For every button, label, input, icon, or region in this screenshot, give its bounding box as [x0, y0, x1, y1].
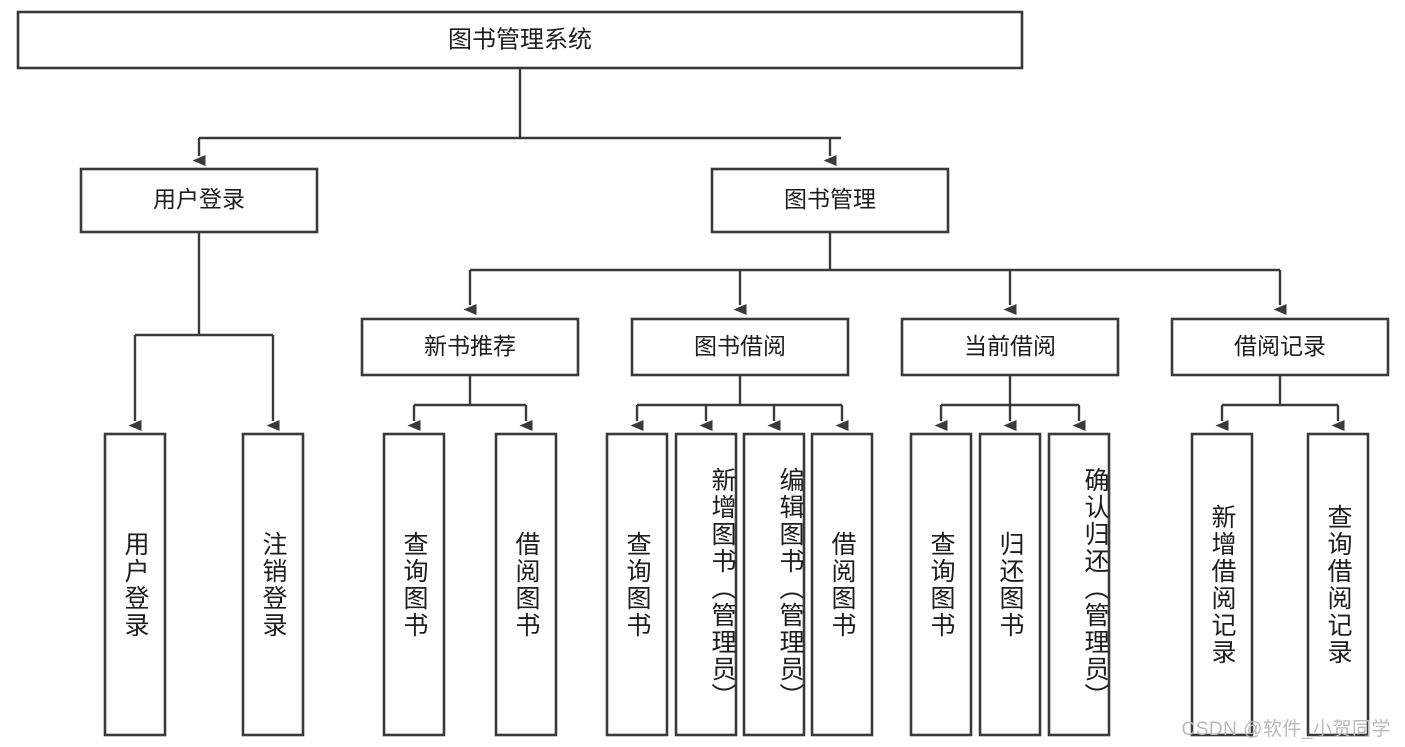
node-leaf-query-book-3[interactable]: [909, 432, 973, 737]
node-leaf-edit-book[interactable]: [742, 432, 806, 737]
node-book-borrow-label: 图书借阅: [694, 333, 786, 359]
node-borrow-record[interactable]: [1170, 317, 1390, 377]
node-root-label: 图书管理系统: [448, 26, 592, 53]
node-current-borrow[interactable]: [900, 317, 1120, 377]
node-leaf-logout-login[interactable]: [241, 432, 305, 737]
node-leaf-add-book[interactable]: [674, 432, 738, 737]
node-leaf-query-book-1[interactable]: [382, 432, 446, 737]
node-leaf-return-book[interactable]: [978, 432, 1042, 737]
node-new-book-recommend-label: 新书推荐: [424, 333, 516, 359]
node-new-book-recommend[interactable]: [360, 317, 580, 377]
node-leaf-query-borrow-record[interactable]: [1306, 432, 1370, 737]
node-borrow-record-label: 借阅记录: [1234, 333, 1326, 359]
node-layer: 图书管理系统 用户登录 图书管理 新书推荐 图书借阅 当前借阅 借阅记录: [16, 10, 1390, 737]
node-leaf-borrow-book-1[interactable]: [494, 432, 558, 737]
connector-layer: [128, 68, 1345, 431]
node-root[interactable]: [16, 10, 1024, 70]
node-leaf-add-borrow-record[interactable]: [1190, 432, 1254, 737]
node-book-borrow[interactable]: [630, 317, 850, 377]
node-leaf-user-login[interactable]: [103, 432, 167, 737]
node-leaf-borrow-book-2[interactable]: [810, 432, 874, 737]
node-leaf-confirm-return[interactable]: [1047, 432, 1111, 737]
node-user-login-label: 用户登录: [153, 186, 245, 212]
node-book-management-label: 图书管理: [784, 186, 876, 212]
node-current-borrow-label: 当前借阅: [964, 333, 1056, 359]
node-leaf-query-book-2[interactable]: [605, 432, 669, 737]
node-book-management[interactable]: [710, 167, 950, 234]
watermark-text: CSDN @软件_小贺同学: [1181, 719, 1391, 740]
node-user-login[interactable]: [79, 167, 319, 234]
